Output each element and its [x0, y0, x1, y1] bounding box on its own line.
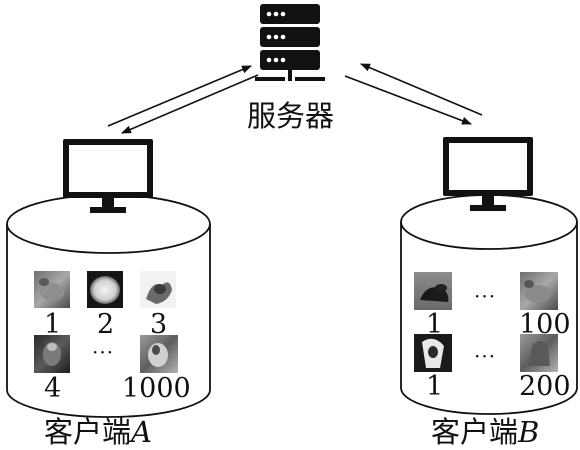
client-a-monitor-icon	[63, 139, 153, 213]
client-a-index-3: 3	[150, 309, 168, 340]
arrow-client-b-to-server	[360, 63, 483, 116]
client-a-thumbnails	[34, 271, 178, 373]
client-b-row2-ellipsis: ···	[474, 344, 497, 368]
client-b-row1-ellipsis: ···	[474, 284, 497, 308]
client-b-database-cylinder	[400, 194, 578, 415]
thumbnail-rabbit-b	[520, 272, 558, 310]
client-b-row1-first: 1	[426, 309, 444, 340]
thumbnail-frog	[414, 272, 452, 310]
client-b-suffix: B	[518, 415, 540, 449]
thumbnail-dog	[34, 335, 70, 373]
server-icon	[255, 4, 325, 81]
thumbnail-animal-light	[140, 271, 176, 308]
arrow-client-a-to-server	[107, 65, 252, 127]
client-b-row2-first: 1	[426, 371, 444, 402]
client-a-ellipsis: ···	[92, 340, 115, 364]
client-a-database-cylinder	[6, 194, 211, 418]
client-a-index-1: 1	[44, 309, 62, 340]
thumbnail-animal-b	[520, 334, 558, 372]
client-b-row1-last: 100	[519, 309, 571, 340]
client-a-index-2: 2	[97, 309, 115, 340]
client-b-name: 客户端	[431, 415, 519, 449]
client-a-index-1000: 1000	[122, 373, 191, 404]
thumbnail-white-cat	[87, 271, 123, 308]
thumbnail-rabbit	[34, 271, 70, 308]
arrow-server-to-client-a	[121, 74, 259, 134]
thumbnail-animal-grey	[140, 335, 178, 373]
client-a-name: 客户端	[44, 415, 132, 449]
thumbnail-dog-b	[414, 334, 452, 372]
client-b-caption: 客户端B	[431, 418, 539, 447]
client-b-row2-last: 200	[519, 371, 571, 402]
client-b-thumbnails	[414, 272, 558, 372]
client-b-monitor-icon	[443, 137, 533, 211]
arrows	[107, 63, 483, 134]
arrow-server-to-client-b	[344, 75, 472, 125]
client-a-index-4: 4	[44, 373, 62, 404]
server-label: 服务器	[247, 99, 335, 133]
client-a-suffix: A	[131, 415, 152, 449]
client-a-caption: 客户端A	[44, 418, 152, 447]
